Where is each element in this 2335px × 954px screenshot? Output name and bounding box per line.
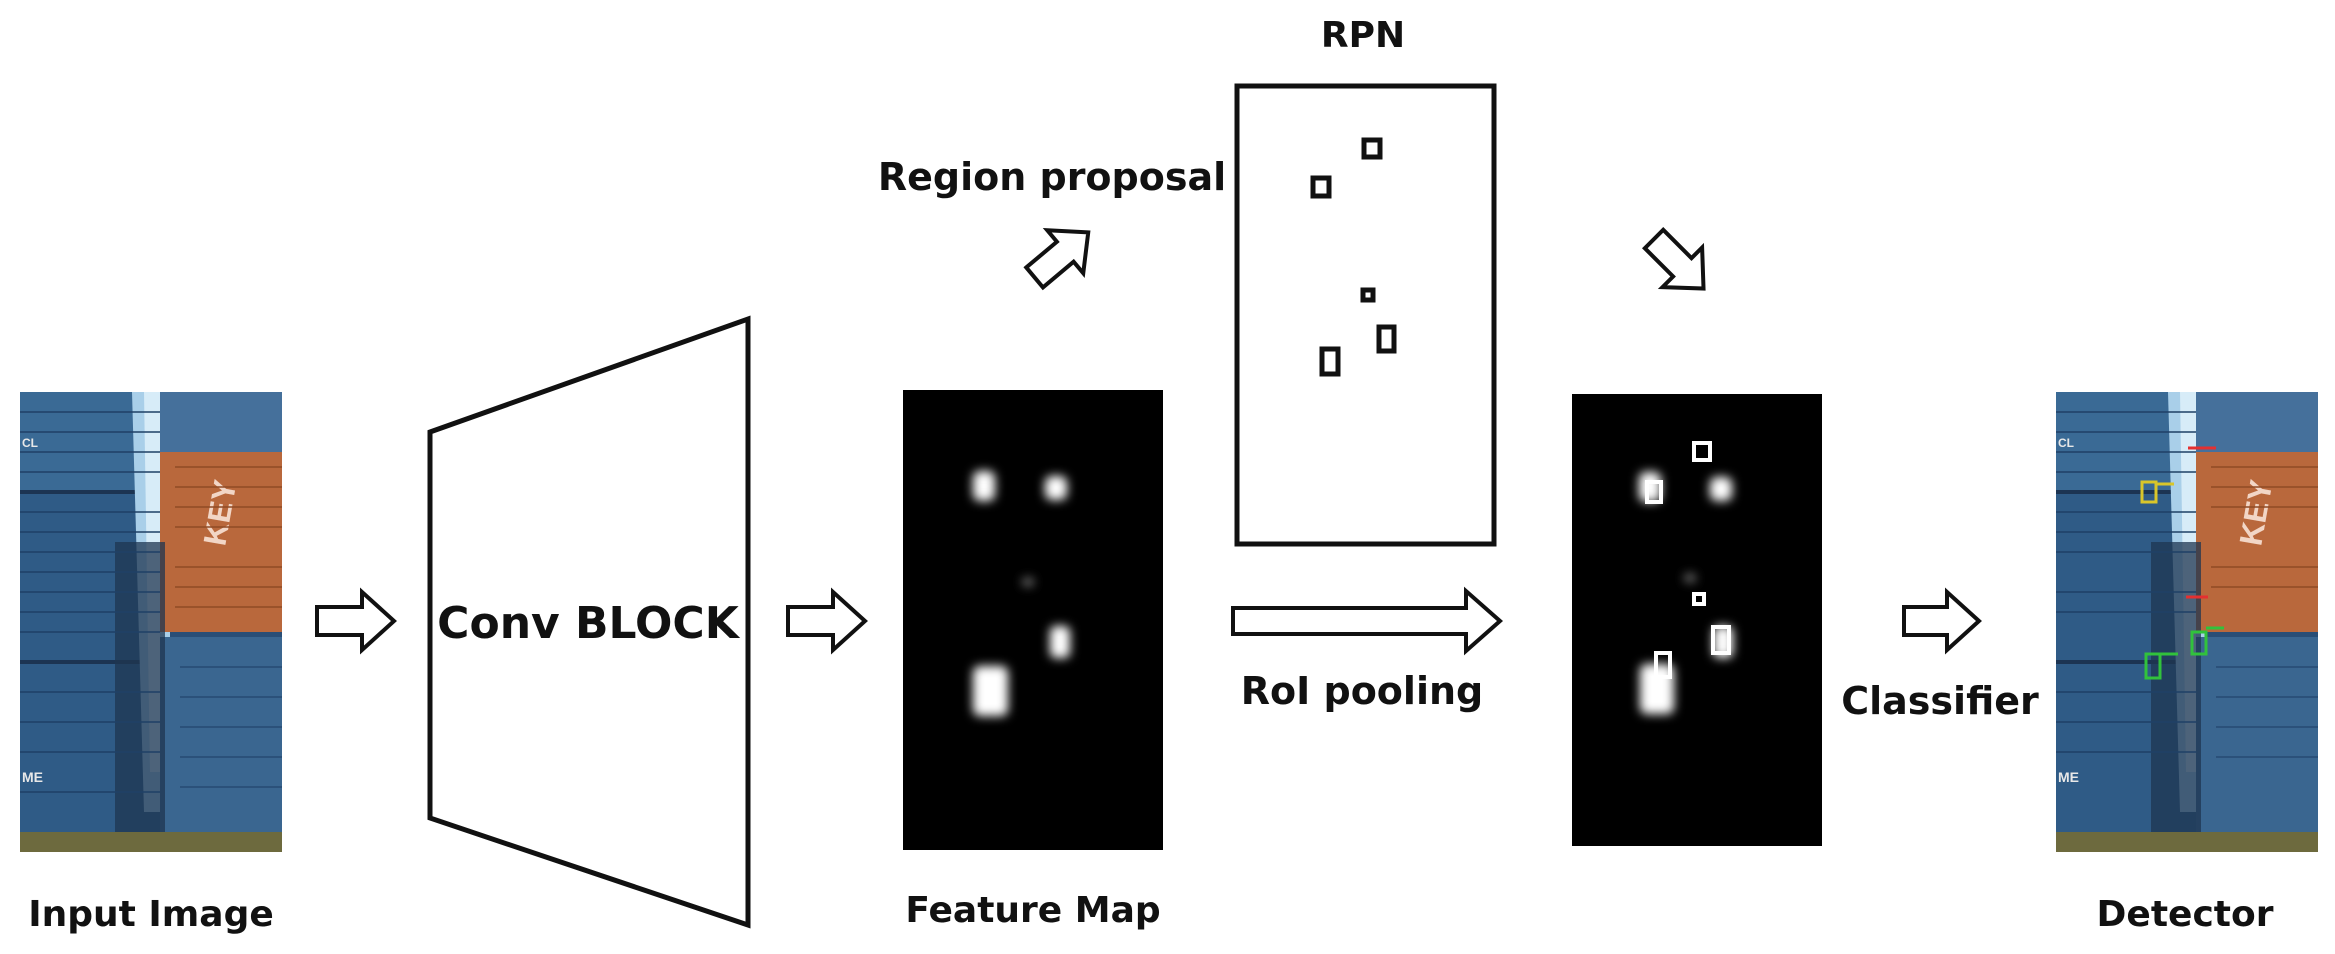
conv-block [427, 315, 751, 929]
roi-box [1645, 480, 1663, 504]
arrow-icon [1231, 586, 1504, 656]
roi-box [1711, 625, 1731, 655]
detection-box [2190, 630, 2208, 656]
proposal-box [1376, 324, 1397, 354]
arrow-icon [1642, 227, 1706, 291]
conv-block-label: Conv BLOCK [437, 598, 741, 649]
roi-box [1692, 592, 1706, 606]
proposal-box [1360, 287, 1376, 303]
pooled-feature-map [1572, 394, 1822, 846]
proposal-box [1319, 346, 1341, 377]
rpn-box [1234, 83, 1497, 547]
arrow-icon [1902, 587, 1982, 655]
feature-map-label: Feature Map [905, 890, 1160, 931]
arrow-icon [315, 587, 397, 655]
detection-box [2140, 480, 2158, 504]
rpn-label: RPN [1321, 15, 1405, 56]
proposal-box [1310, 175, 1332, 199]
detector-image [2056, 392, 2318, 852]
roi-box [1654, 651, 1672, 679]
arrow-icon [1023, 228, 1091, 291]
detection-box [2144, 652, 2162, 680]
proposal-box [1361, 137, 1383, 160]
input-image-label: Input Image [28, 894, 274, 935]
detector-label: Detector [2097, 894, 2274, 935]
feature-map [903, 390, 1163, 850]
roi-pooling-label: RoI pooling [1241, 669, 1483, 713]
arrow-icon [786, 587, 868, 655]
classifier-label: Classifier [1841, 679, 2039, 723]
roi-box [1692, 441, 1712, 462]
input-image [20, 392, 282, 852]
region-proposal-label: Region proposal [878, 155, 1226, 199]
